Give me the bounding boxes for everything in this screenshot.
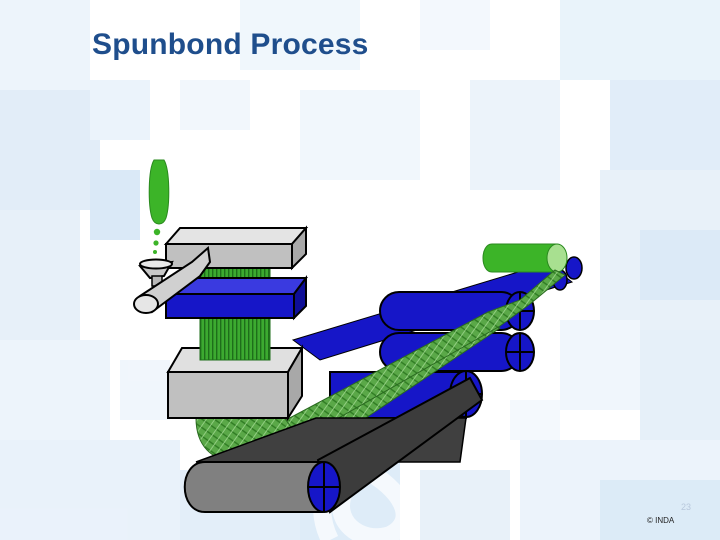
slide-title: Spunbond Process bbox=[92, 28, 369, 61]
copyright-notice: © INDA bbox=[647, 516, 675, 525]
extruder-block bbox=[163, 225, 309, 271]
nonwoven-web bbox=[195, 269, 566, 465]
polymer-drop bbox=[148, 159, 170, 254]
winder-roll bbox=[482, 243, 568, 273]
hopper bbox=[133, 246, 212, 314]
page-number: 23 bbox=[681, 502, 692, 512]
forming-belt bbox=[183, 376, 484, 514]
spinneret bbox=[164, 275, 308, 321]
